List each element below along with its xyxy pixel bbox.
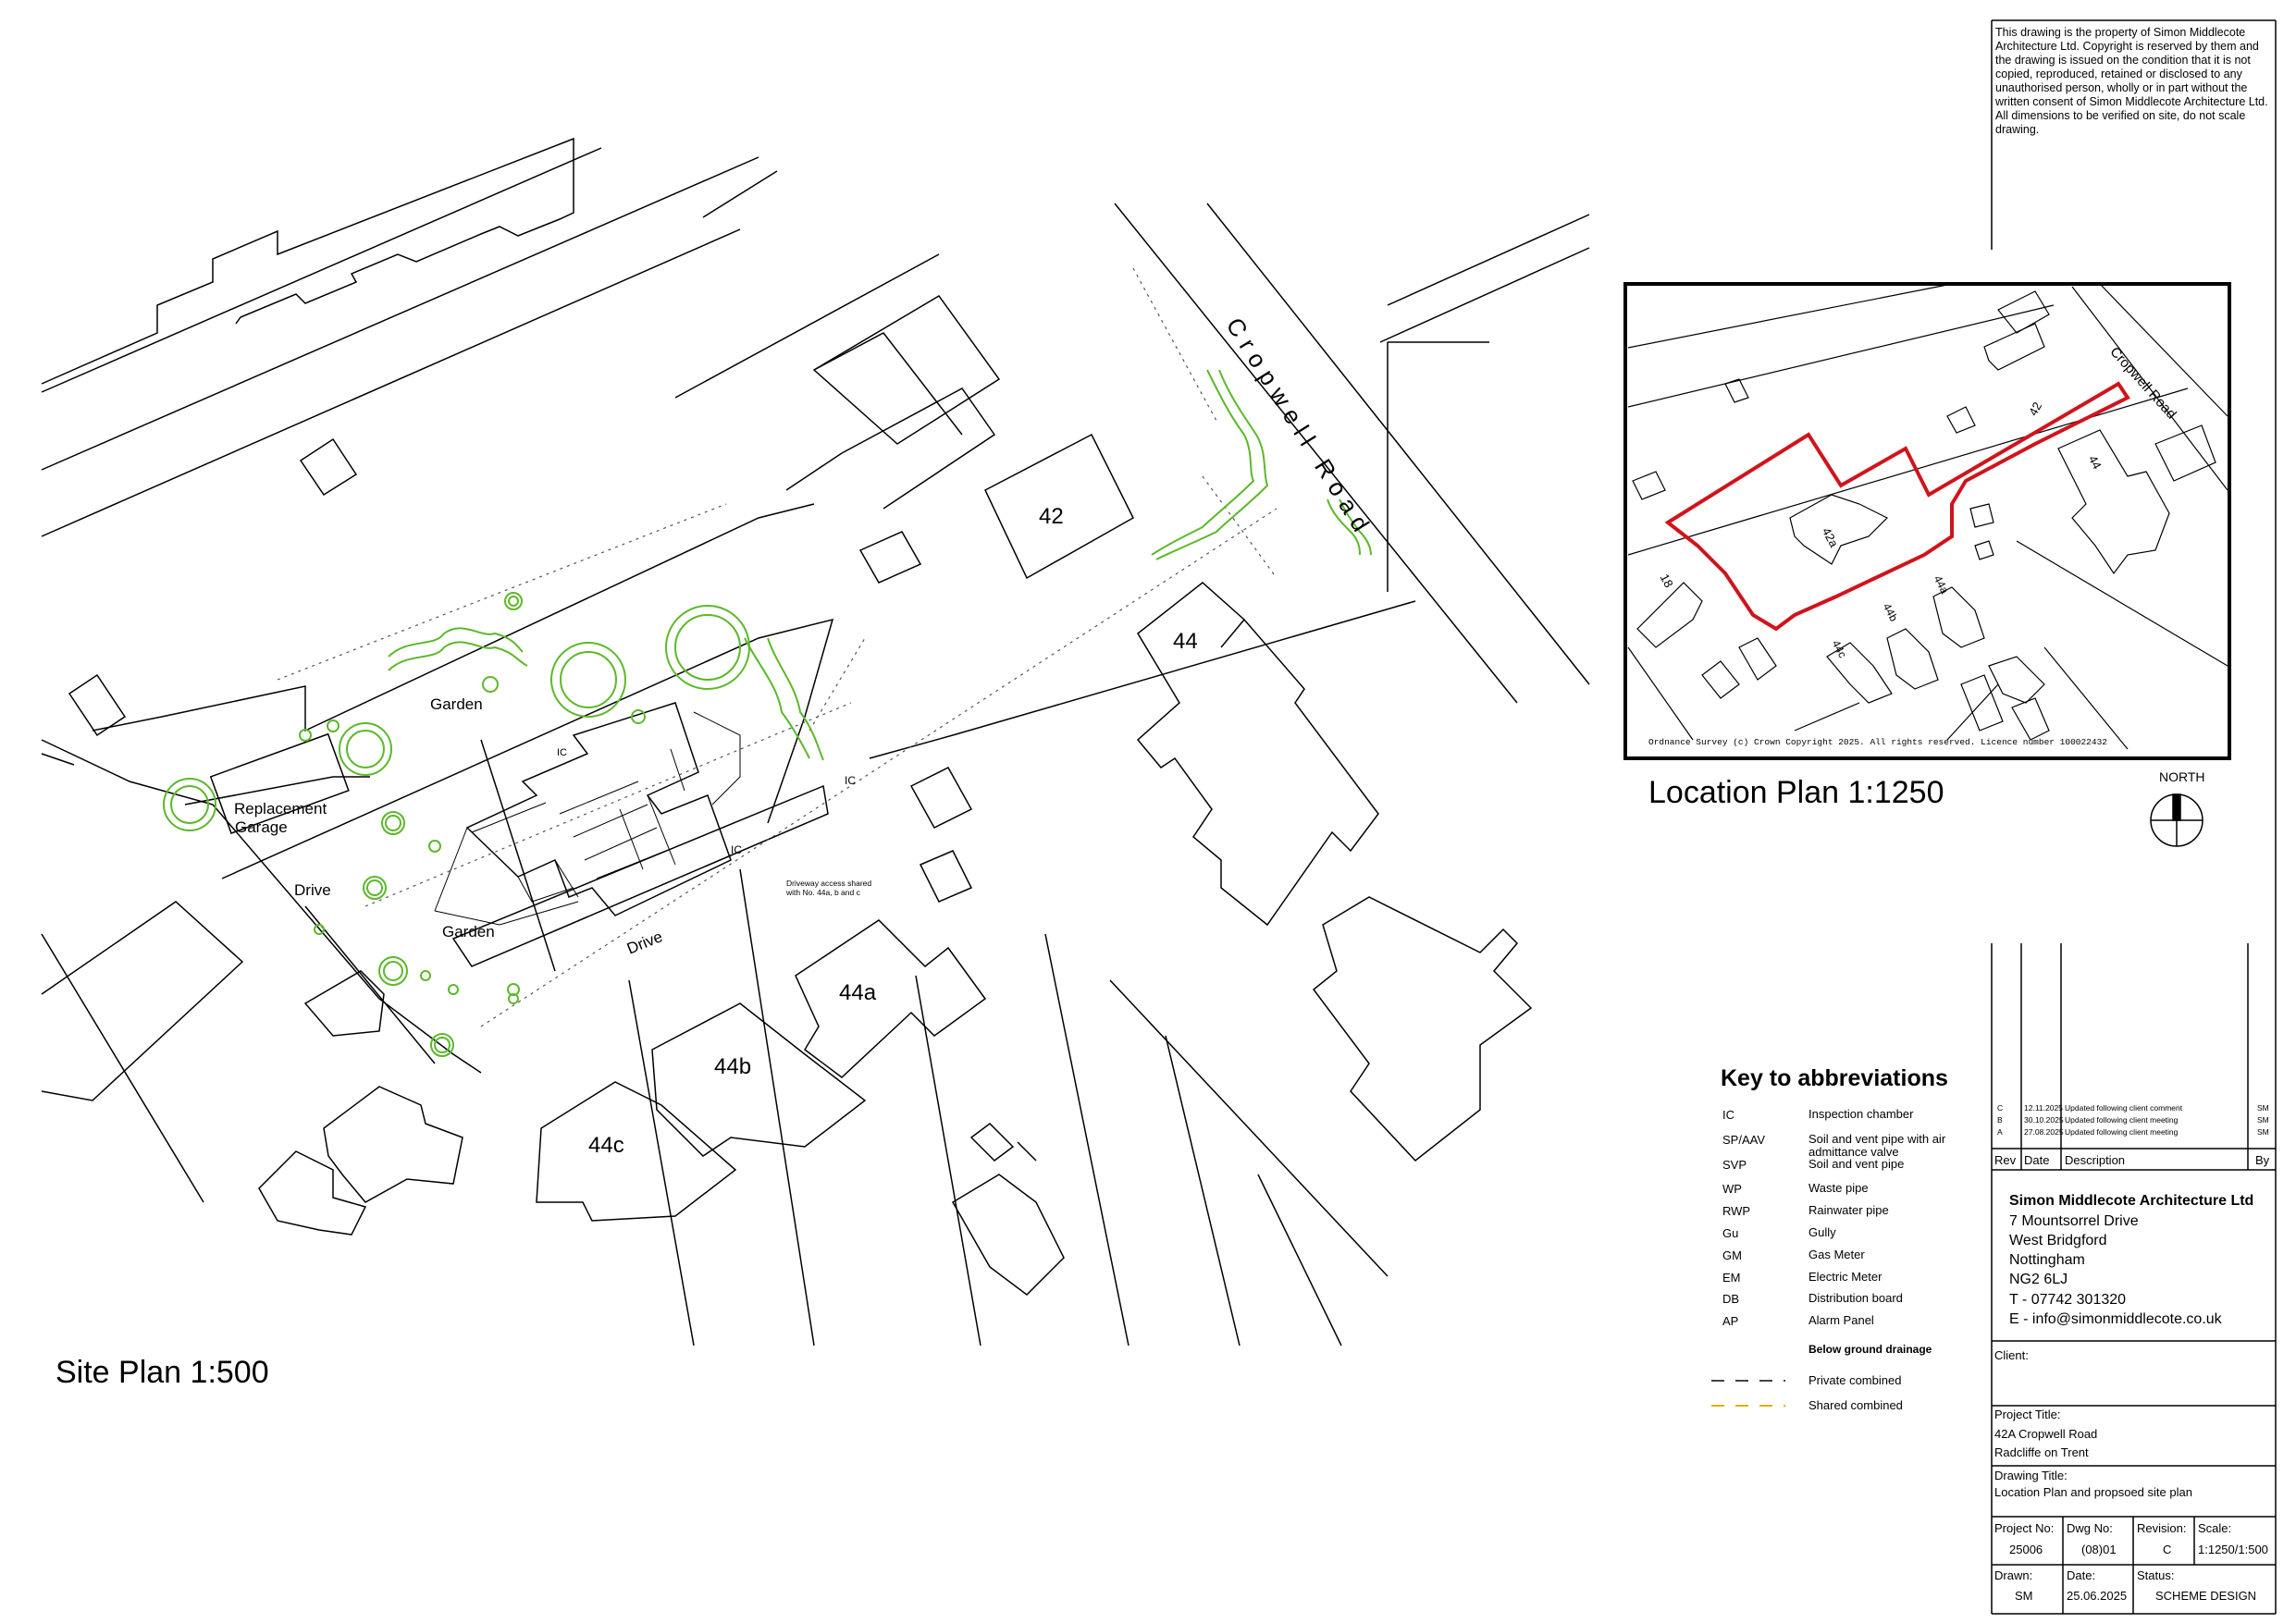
revision-rev: C — [1997, 1103, 2004, 1113]
key-description: Inspection chamber — [1808, 1107, 1914, 1121]
company-email: E - info@simonmiddlecote.co.uk — [2009, 1311, 2222, 1327]
key-description: Gas Meter — [1808, 1248, 1865, 1261]
key-description: Soil and vent pipe with air admittance v… — [1808, 1132, 1946, 1159]
revision-label: Revision: — [2137, 1521, 2187, 1535]
ic-label-2: IC — [845, 774, 856, 787]
revision-desc: Updated following client comment — [2065, 1103, 2183, 1113]
key-abbreviation: IC — [1722, 1108, 1734, 1122]
revision-date: 27.08.2025 — [2024, 1127, 2064, 1137]
driveway-note-line2: with No. 44a, b and c — [786, 888, 860, 897]
drive-west-label: Drive — [294, 881, 331, 899]
ic-label-3: IC — [731, 843, 742, 856]
house-number-44a: 44a — [839, 980, 877, 1005]
garden-south-label: Garden — [442, 923, 495, 941]
site-boundary-red — [1664, 381, 2130, 632]
site-plan-title: Site Plan 1:500 — [56, 1355, 269, 1390]
description-header: Description — [2065, 1153, 2126, 1167]
key-description: Soil and vent pipe — [1808, 1157, 1905, 1171]
revision-rev: A — [1997, 1127, 2003, 1137]
house-number-44b: 44b — [714, 1054, 752, 1079]
status-value: SCHEME DESIGN — [2155, 1589, 2257, 1603]
key-abbreviation: GM — [1722, 1248, 1742, 1262]
house-number-44c: 44c — [588, 1133, 624, 1158]
garage-label-line2: Garage — [235, 818, 288, 836]
driveway-note-line1: Driveway access shared — [786, 879, 872, 888]
revision-date: 12.11.2025 — [2024, 1103, 2063, 1113]
copyright-note: This drawing is the property of Simon Mi… — [1995, 26, 2268, 136]
key-description: Waste pipe — [1808, 1181, 1869, 1195]
key-abbreviation: EM — [1722, 1271, 1741, 1285]
drawn-label: Drawn: — [1994, 1568, 2033, 1582]
revision-desc: Updated following client meeting — [2065, 1115, 2179, 1125]
garden-north-label: Garden — [430, 695, 483, 713]
north-arrow-icon — [2151, 794, 2203, 846]
company-address-line1: 7 Mountsorrel Drive — [2009, 1213, 2139, 1229]
key-description: Gully — [1808, 1225, 1836, 1239]
house-number-44: 44 — [1173, 629, 1198, 654]
key-abbreviation: AP — [1722, 1314, 1739, 1328]
house-number-42: 42 — [1039, 504, 1064, 529]
drawn-value: SM — [2015, 1589, 2033, 1603]
project-title-line2: Radcliffe on Trent — [1994, 1445, 2089, 1459]
key-description: Distribution board — [1808, 1291, 1903, 1305]
drainage-private-label: Private combined — [1808, 1373, 1902, 1387]
dwg-no: (08)01 — [2081, 1543, 2117, 1556]
company-phone: T - 07742 301320 — [2009, 1292, 2127, 1308]
drainage-heading: Below ground drainage — [1808, 1343, 1932, 1356]
key-abbreviation: RWP — [1722, 1204, 1751, 1218]
scale-label: Scale: — [2198, 1521, 2232, 1535]
key-description: Alarm Panel — [1808, 1313, 1874, 1327]
dwg-no-label: Dwg No: — [2067, 1521, 2113, 1535]
key-abbreviation: Gu — [1722, 1226, 1739, 1240]
drawing-title: Location Plan and propsoed site plan — [1994, 1485, 2192, 1499]
revision-by: SM — [2257, 1103, 2269, 1113]
location-plan-title: Location Plan 1:1250 — [1648, 775, 1944, 810]
date-value: 25.06.2025 — [2067, 1589, 2128, 1603]
scale-value: 1:1250/1:500 — [2198, 1543, 2268, 1556]
revision-by: SM — [2257, 1127, 2269, 1137]
company-address-line2: West Bridgford — [2009, 1233, 2107, 1248]
date-label: Date: — [2067, 1568, 2096, 1582]
key-abbreviation: SVP — [1722, 1158, 1747, 1172]
north-label: NORTH — [2159, 769, 2205, 784]
key-abbreviation: SP/AAV — [1722, 1133, 1766, 1147]
revision-by: SM — [2257, 1115, 2269, 1125]
project-no-label: Project No: — [1994, 1521, 2055, 1535]
company-address-line3: Nottingham — [2009, 1252, 2085, 1268]
status-label: Status: — [2137, 1568, 2175, 1582]
key-title: Key to abbreviations — [1721, 1065, 1948, 1091]
project-title-label: Project Title: — [1994, 1408, 2061, 1421]
date-header: Date — [2024, 1153, 2050, 1167]
company-address-line4: NG2 6LJ — [2009, 1272, 2068, 1287]
key-description: Rainwater pipe — [1808, 1203, 1889, 1217]
revision-date: 30.10.2025 — [2024, 1115, 2064, 1125]
project-title-line1: 42A Cropwell Road — [1994, 1427, 2098, 1441]
key-abbreviation: WP — [1722, 1182, 1742, 1196]
revision-desc: Updated following client meeting — [2065, 1127, 2179, 1137]
key-description: Electric Meter — [1808, 1270, 1882, 1284]
garage-label-line1: Replacement — [234, 800, 327, 818]
ic-label-1: IC — [557, 747, 567, 758]
revision-rev: B — [1997, 1115, 2003, 1125]
by-header: By — [2255, 1153, 2270, 1167]
project-no: 25006 — [2009, 1543, 2043, 1556]
company-name: Simon Middlecote Architecture Ltd — [2009, 1193, 2254, 1209]
rev-header: Rev — [1994, 1153, 2017, 1167]
drawing-title-label: Drawing Title: — [1994, 1469, 2068, 1482]
client-label: Client: — [1994, 1348, 2029, 1362]
revision-value: C — [2163, 1543, 2172, 1556]
ordnance-survey-note: Ordnance Survey (c) Crown Copyright 2025… — [1648, 737, 2107, 747]
drainage-shared-label: Shared combined — [1808, 1398, 1903, 1412]
key-abbreviation: DB — [1722, 1292, 1740, 1306]
